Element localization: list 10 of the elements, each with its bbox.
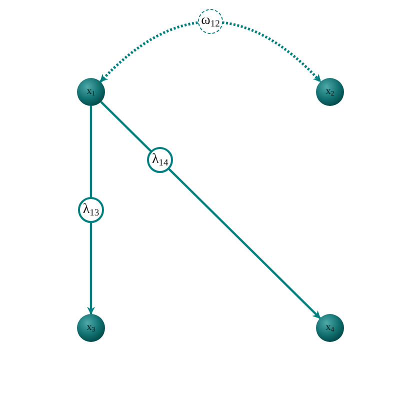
edge-label: ω$_{12}$ <box>198 9 224 34</box>
sphere-node: x$_{3}$ <box>77 314 105 342</box>
arrow <box>100 101 321 319</box>
sphere-node: x$_{2}$ <box>316 78 344 106</box>
edge-label: λ$_{13}$ <box>78 197 104 223</box>
sphere-node: x$_{1}$ <box>77 78 105 106</box>
edge-label: λ$_{14}$ <box>147 147 174 174</box>
dotted-double-arrow <box>100 20 322 83</box>
sphere-node: x$_{4}$ <box>316 314 344 342</box>
arrow <box>87 106 95 315</box>
